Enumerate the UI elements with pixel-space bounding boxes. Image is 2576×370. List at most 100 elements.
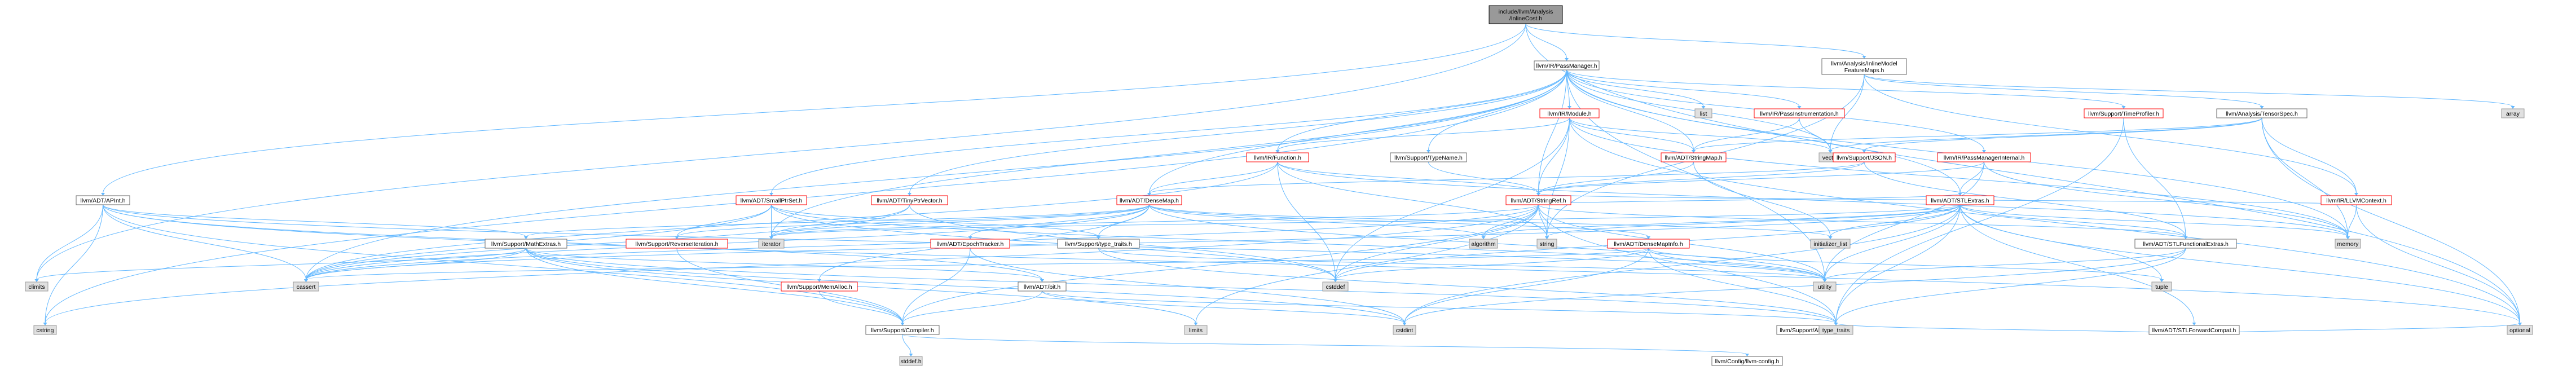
edge-arrowhead [908,193,911,196]
node-densemap[interactable]: llvm/ADT/DenseMap.h [1116,195,1182,205]
node-box [485,239,567,249]
node-passmanager[interactable]: llvm/IR/PassManager.h [1534,60,1600,71]
node-label: llvm/Support/Compiler.h [871,327,934,334]
edge-arrowhead [1862,56,1866,59]
dependency-edge [2194,323,2520,335]
node-llvmcontext[interactable]: llvm/IR/LLVMContext.h [2320,195,2392,205]
dependency-edge [1693,117,1800,151]
node-passinstr[interactable]: llvm/IR/PassInstrumentation.h [1754,108,1845,118]
node-box [1833,152,1896,162]
dependency-edge [1335,204,1539,280]
node-timeprofiler[interactable]: llvm/Support/TimeProfiler.h [2084,108,2164,118]
node-box [1607,239,1690,249]
node-stlextras[interactable]: llvm/ADT/STLExtras.h [1926,195,1994,205]
dependency-edge [819,290,903,324]
dependency-edge [103,204,306,280]
dependency-edge [103,204,526,237]
dependency-edge [1959,204,2348,237]
dependency-edge [2261,117,2357,194]
edge-arrowhead [1828,236,1833,239]
node-box [1661,152,1727,162]
node-label: initializer_list [1813,241,1847,248]
node-label: cstddef [1326,284,1345,290]
node-box [1694,108,1712,118]
node-label: list [1700,111,1707,117]
node-module[interactable]: llvm/IR/Module.h [1539,108,1600,118]
node-pmi[interactable]: llvm/IR/PassManagerInternal.h [1937,152,2031,162]
node-compiler[interactable]: llvm/Support/Compiler.h [865,325,940,335]
node-typetraits[interactable]: llvm/Support/type_traits.h [1057,239,1140,249]
node-label: type_traits [1822,327,1850,334]
node-label: cassert [297,284,316,290]
dependency-edge [1538,204,1837,324]
edge-arrowhead [1862,150,1866,153]
node-stlforward[interactable]: llvm/ADT/STLForwardCompat.h [2148,325,2240,335]
dependency-edge [1864,74,2357,194]
node-tinyptr[interactable]: llvm/ADT/TinyPtrVector.h [871,195,948,205]
node-stringref[interactable]: llvm/ADT/StringRef.h [1505,195,1571,205]
node-densemapinfo[interactable]: llvm/ADT/DenseMapInfo.h [1607,239,1690,249]
node-cstddef: cstddef [1322,281,1349,292]
node-label: llvm/Support/type_traits.h [1065,241,1132,248]
dependency-edge [1428,161,1539,194]
dependency-edge [2261,117,2348,237]
node-label: iterator [762,241,781,248]
node-tensorspec[interactable]: llvm/Analysis/TensorSpec.h [2216,108,2308,118]
node-config[interactable]: llvm/Config/llvm-config.h [1711,356,1783,366]
node-label: string [1540,241,1555,248]
node-json[interactable]: llvm/Support/JSON.h [1833,152,1896,162]
node-box [2148,325,2240,335]
node-box [1821,58,1907,75]
node-label: include/llvm/Analysis/InlineCost.h [1499,8,1553,22]
node-box [1246,152,1309,162]
edge-arrowhead [675,236,679,239]
node-epoch[interactable]: llvm/ADT/EpochTracker.h [930,239,1010,249]
node-label: llvm/ADT/bit.h [1024,284,1061,290]
dependency-edge [1404,248,1649,324]
dependency-edge [526,248,903,324]
dependency-edge [970,204,1150,237]
node-box [76,195,130,205]
dependency-edge [1277,161,1539,194]
dependency-edge [1566,69,2124,107]
node-bit[interactable]: llvm/ADT/bit.h [1018,281,1067,292]
node-memalloc[interactable]: llvm/Support/MemAlloc.h [781,281,858,292]
dependency-edge [970,248,1405,324]
dependency-edge [902,248,971,324]
node-function[interactable]: llvm/IR/Function.h [1246,152,1309,162]
edge-arrowhead [1834,323,1838,325]
dependency-edge [2348,204,2357,237]
dependency-edge [1959,161,1984,194]
node-box [1116,195,1182,205]
dependency-edge [1525,23,2520,324]
dependency-edge [1566,69,1704,107]
dependency-edge [36,23,1526,280]
node-label: llvm/Support/MemAlloc.h [786,284,852,290]
edge-arrowhead [900,323,905,325]
dependency-edge [771,204,1961,237]
node-array: array [2501,108,2525,118]
dependency-edge [526,248,1837,324]
node-reverseiter[interactable]: llvm/Support/ReverseIteration.h [626,239,728,249]
dependency-edge [306,248,1649,280]
node-stringmap[interactable]: llvm/ADT/StringMap.h [1661,152,1727,162]
dependency-edge [1830,117,2262,151]
dependency-edge [1538,204,1547,237]
edge-arrowhead [43,323,47,325]
edge-arrowhead [769,193,773,196]
node-smallptrset[interactable]: llvm/ADT/SmallPtrSet.h [736,195,807,205]
dependency-edge [306,204,1539,280]
edge-arrowhead [2183,236,2188,239]
dependency-edge [1547,204,1961,237]
node-mathextras[interactable]: llvm/Support/MathExtras.h [485,239,567,249]
dependency-edge [1525,23,1865,57]
dependency-edge [1959,204,2162,280]
dependency-edge [1042,290,1837,324]
node-stlfunc[interactable]: llvm/ADT/STLFunctionalExtras.h [2134,239,2237,249]
dependency-edge [771,204,1150,237]
node-apint[interactable]: llvm/ADT/APInt.h [76,195,130,205]
dependency-edge [1277,69,1567,151]
node-typename[interactable]: llvm/Support/TypeName.h [1390,152,1467,162]
